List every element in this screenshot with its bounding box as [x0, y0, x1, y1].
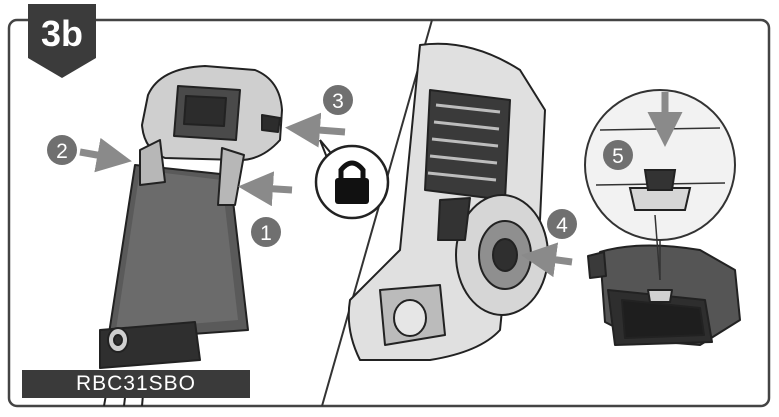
svg-text:2: 2 — [56, 140, 68, 163]
diagram-frame — [7, 18, 771, 408]
svg-text:3: 3 — [332, 90, 344, 113]
direction-arrows — [79, 92, 683, 278]
callout-3: 3 — [323, 85, 353, 115]
handle-illustration — [99, 65, 283, 407]
arrow-2 — [79, 137, 132, 173]
battery-pack — [587, 240, 741, 346]
engine-illustration — [347, 42, 549, 361]
step-badge-label: 3b — [41, 13, 83, 54]
callout-5: 5 — [603, 140, 633, 170]
arrow-4 — [521, 242, 573, 278]
svg-text:5: 5 — [612, 145, 624, 168]
callout-4: 4 — [547, 209, 577, 239]
lock-callout — [314, 139, 390, 220]
svg-text:4: 4 — [556, 214, 568, 237]
divider-line — [321, 19, 433, 407]
arrow-1 — [238, 171, 293, 207]
model-label: RBC31SBO — [22, 370, 250, 398]
detail-magnifier — [584, 89, 736, 281]
lock-icon — [335, 160, 369, 204]
arrow-3 — [285, 112, 346, 148]
callout-2: 2 — [47, 135, 77, 165]
callout-1: 1 — [251, 217, 281, 247]
svg-text:1: 1 — [260, 222, 272, 245]
step-badge: 3b — [28, 4, 96, 78]
